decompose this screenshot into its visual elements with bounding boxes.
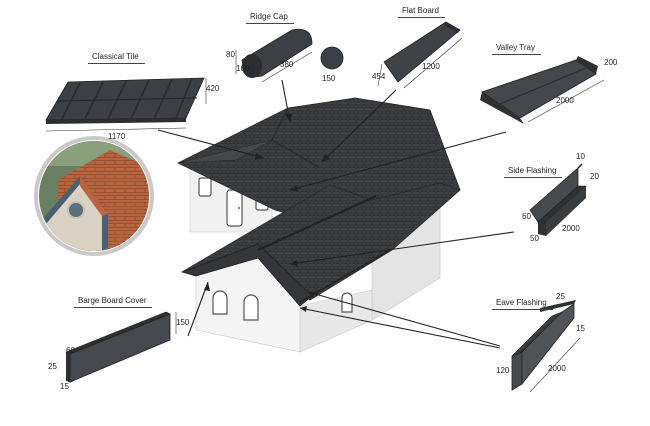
leader-side-flashing — [289, 231, 515, 265]
classical-tile-part — [45, 77, 207, 132]
side-flashing-top: 10 — [576, 152, 585, 161]
side-flashing-base: 50 — [530, 234, 539, 243]
ridge-cap-title: Ridge Cap — [246, 12, 294, 24]
side-flashing-length: 2000 — [562, 224, 580, 233]
barge-board-cover-title: Barge Board Cover — [73, 296, 154, 308]
barge-board-cover-bottom: 15 — [60, 382, 69, 391]
flat-board-part — [377, 21, 463, 89]
valley-tray-width: 200 — [604, 58, 618, 67]
side-flashing-height: 60 — [522, 212, 531, 221]
ridge-cap-length: 380 — [280, 60, 294, 69]
flat-board-height: 454 — [372, 72, 386, 81]
leader-flat-board — [321, 89, 397, 163]
eave-flashing-title: Eave Flashing — [492, 298, 553, 310]
ridge-cap-dim-a: 80 — [226, 50, 235, 59]
flat-board-length: 1200 — [422, 62, 440, 71]
eave-flashing-length: 2000 — [548, 364, 566, 373]
leader-barge-board — [187, 281, 209, 337]
barge-board-cover-part — [65, 311, 177, 383]
ridge-cap-diameter: 150 — [322, 74, 336, 83]
leader-lines — [157, 79, 515, 349]
barge-board-cover-left: 25 — [48, 362, 57, 371]
classical-tile-height: 420 — [206, 84, 220, 93]
flat-board-title: Flat Board — [398, 6, 445, 18]
leader-eave-2 — [299, 307, 501, 349]
tile-photo-inset — [34, 136, 154, 256]
leader-eave-1 — [307, 291, 501, 347]
eave-flashing-height: 120 — [496, 366, 510, 375]
barge-board-cover-height: 150 — [176, 318, 190, 327]
eave-flashing-mid: 15 — [576, 324, 585, 333]
ridge-cap-dim-b: 160 — [236, 64, 250, 73]
valley-tray-part — [480, 56, 605, 124]
eave-flashing-top: 25 — [556, 292, 565, 301]
side-flashing-lip: 20 — [590, 172, 599, 181]
classical-tile-title: Classical Tile — [88, 52, 145, 64]
leader-classical-tile — [157, 129, 265, 159]
valley-tray-title: Valley Tray — [492, 43, 541, 55]
leader-valley-tray — [289, 131, 507, 191]
barge-board-cover-top: 60 — [66, 346, 75, 355]
classical-tile-width: 1170 — [108, 132, 126, 141]
side-flashing-part — [529, 163, 587, 236]
ridge-cap-part — [235, 28, 344, 83]
leader-arrowheads — [204, 114, 330, 312]
valley-tray-length: 2000 — [556, 96, 574, 105]
side-flashing-title: Side Flashing — [503, 166, 564, 178]
house-illustration — [177, 97, 461, 353]
eave-flashing-part — [511, 300, 581, 393]
